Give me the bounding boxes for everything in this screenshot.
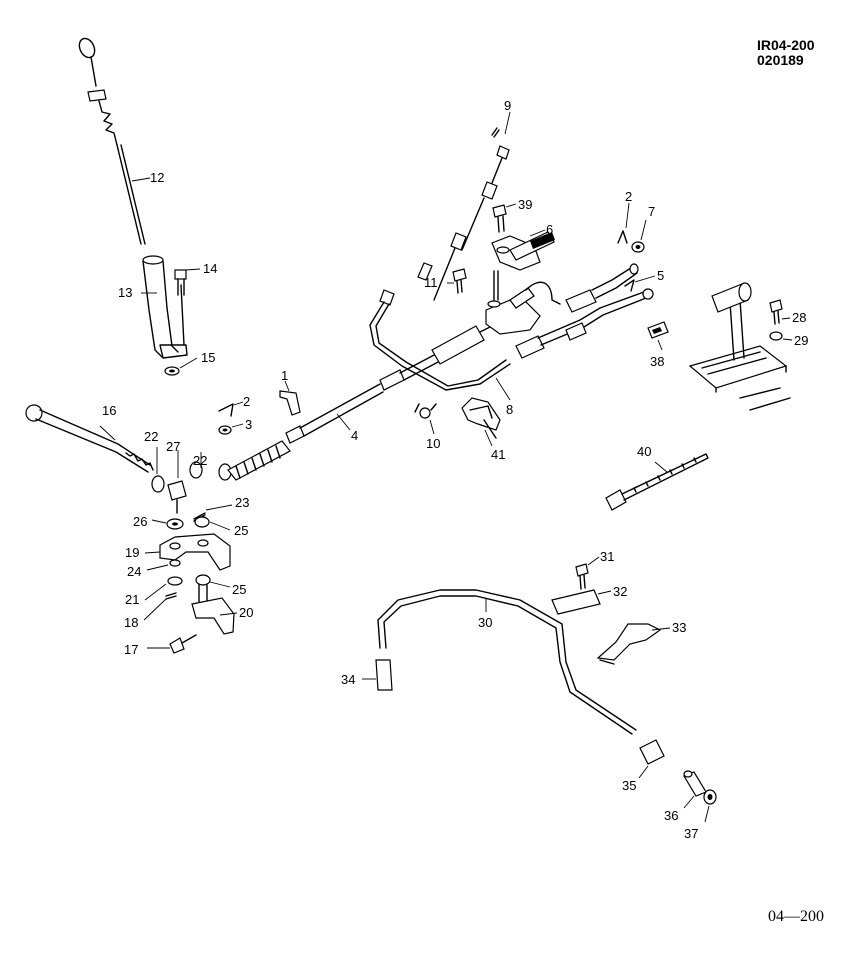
drawing-code: IR04-200 020189 <box>757 38 815 68</box>
callout-24: 24 <box>127 564 141 579</box>
callout-17: 17 <box>124 642 138 657</box>
callout-22-b: 22 <box>193 453 207 468</box>
callout-39: 39 <box>518 197 532 212</box>
bolt-14 <box>174 269 187 296</box>
callout-9: 9 <box>504 98 511 113</box>
clamp-41 <box>461 397 501 439</box>
bolt-17 <box>169 634 197 654</box>
callout-13: 13 <box>118 285 132 300</box>
mounting-bracket-19 <box>159 533 231 571</box>
bracket-38 <box>647 321 669 339</box>
connector-35 <box>639 739 665 765</box>
bushing-25-upper <box>194 516 210 528</box>
callout-7: 7 <box>648 204 655 219</box>
callout-21: 21 <box>125 592 139 607</box>
callout-37: 37 <box>684 826 698 841</box>
washer-15 <box>164 366 180 376</box>
drawing-code-line-1: IR04-200 <box>757 37 815 53</box>
bolt-39 <box>492 204 507 233</box>
callout-8: 8 <box>506 402 513 417</box>
page-reference: 04—200 <box>768 908 824 925</box>
callout-40: 40 <box>637 444 651 459</box>
callout-35: 35 <box>622 778 636 793</box>
callout-28: 28 <box>792 310 806 325</box>
shifter-lever-6 <box>491 231 555 271</box>
callout-19: 19 <box>125 545 139 560</box>
callout-36: 36 <box>664 808 678 823</box>
callout-2-a: 2 <box>243 394 250 409</box>
tube-30 <box>377 589 637 735</box>
clip-5 <box>624 279 635 292</box>
clip-2-b <box>617 230 628 244</box>
shift-swivel <box>167 480 187 514</box>
drawing-code-line-2: 020189 <box>757 52 804 68</box>
nut-22-b <box>189 461 203 479</box>
callout-2-b: 2 <box>625 189 632 204</box>
shifter-assembly <box>688 282 791 411</box>
callout-22-a: 22 <box>144 429 158 444</box>
fitting-36 <box>683 770 707 797</box>
bolt-28 <box>769 299 783 325</box>
pivot-bracket-20 <box>191 584 235 635</box>
washer-29 <box>769 331 783 341</box>
washer-26 <box>166 518 184 530</box>
callout-29: 29 <box>794 333 808 348</box>
cable-clip-1 <box>279 390 301 416</box>
callout-15: 15 <box>201 350 215 365</box>
callout-26: 26 <box>133 514 147 529</box>
callout-32: 32 <box>613 584 627 599</box>
shift-rod <box>25 404 165 493</box>
callout-11: 11 <box>424 275 438 290</box>
bolt-31 <box>575 563 589 590</box>
bolt-11 <box>452 268 467 294</box>
hose-34 <box>375 659 393 691</box>
callout-6: 6 <box>546 222 553 237</box>
nut-7 <box>631 241 645 253</box>
washer-21 <box>167 576 183 586</box>
cable-strap-40 <box>605 453 709 511</box>
callout-30: 30 <box>478 615 492 630</box>
callout-31: 31 <box>600 549 614 564</box>
callout-25-b: 25 <box>232 582 246 597</box>
callout-1: 1 <box>281 368 288 383</box>
callout-12: 12 <box>150 170 164 185</box>
dipstick <box>78 37 146 245</box>
washer-3 <box>218 425 232 435</box>
cable-9 <box>369 127 654 391</box>
clip-32 <box>551 589 601 615</box>
callout-5: 5 <box>657 268 664 283</box>
callout-10: 10 <box>426 436 440 451</box>
callout-4: 4 <box>351 428 358 443</box>
dipstick-tube <box>142 255 188 359</box>
callout-34: 34 <box>341 672 355 687</box>
bushing-25-lower <box>195 574 211 586</box>
bracket-33 <box>596 623 662 665</box>
callout-27: 27 <box>166 439 180 454</box>
callout-38: 38 <box>650 354 664 369</box>
callout-16: 16 <box>102 403 116 418</box>
callout-14: 14 <box>203 261 217 276</box>
shifter-base <box>485 270 561 335</box>
callout-33: 33 <box>672 620 686 635</box>
callout-3: 3 <box>245 417 252 432</box>
callout-23: 23 <box>235 495 249 510</box>
clip-10 <box>414 403 437 419</box>
callout-25-a: 25 <box>234 523 248 538</box>
callout-41: 41 <box>491 447 505 462</box>
washer-24 <box>169 559 181 567</box>
callout-18: 18 <box>124 615 138 630</box>
clamp-37 <box>703 789 717 805</box>
clip-2-a <box>218 403 234 417</box>
callout-20: 20 <box>239 605 253 620</box>
shift-cable <box>218 323 497 481</box>
cotter-18 <box>165 592 177 600</box>
cable-end-rod <box>565 263 639 313</box>
